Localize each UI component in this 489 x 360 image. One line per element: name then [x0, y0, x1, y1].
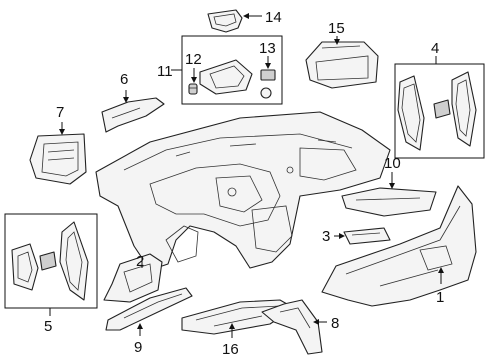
callout-4: 4 [431, 40, 439, 57]
callout-2: 2 [136, 253, 144, 270]
part-4-side-trim [397, 71, 477, 151]
part-12-clip [188, 83, 198, 95]
part-9-knee-trim [105, 287, 193, 331]
callout-9: 9 [134, 339, 142, 356]
callout-6: 6 [120, 71, 128, 88]
part-1-lower-panel [321, 185, 477, 307]
part-15-display-unit [305, 41, 379, 89]
part-11-storage-bin [199, 59, 253, 95]
callout-12: 12 [185, 51, 202, 68]
callout-13: 13 [259, 40, 276, 57]
instrument-panel-body [95, 111, 391, 271]
part-13-clip [260, 69, 276, 99]
callout-11: 11 [157, 63, 173, 80]
callout-14: 14 [265, 9, 282, 26]
callout-15: 15 [328, 20, 345, 37]
callout-7: 7 [56, 104, 64, 121]
group-5-frame [4, 213, 98, 309]
part-5-side-trim [11, 221, 89, 301]
part-14-bezel [207, 9, 243, 33]
part-3-pad [343, 227, 391, 245]
callout-10: 10 [384, 155, 401, 172]
callout-8: 8 [331, 315, 339, 332]
callout-3: 3 [322, 228, 330, 245]
callout-5: 5 [44, 318, 52, 335]
part-10-trim-panel [341, 187, 437, 217]
part-2-bracket [103, 253, 163, 303]
group-4-frame [394, 63, 485, 159]
part-6-trim [101, 97, 165, 133]
part-7-vent-housing [29, 133, 87, 185]
callout-1: 1 [436, 289, 444, 306]
part-8-console-trim [261, 299, 323, 355]
callout-16: 16 [222, 341, 239, 358]
